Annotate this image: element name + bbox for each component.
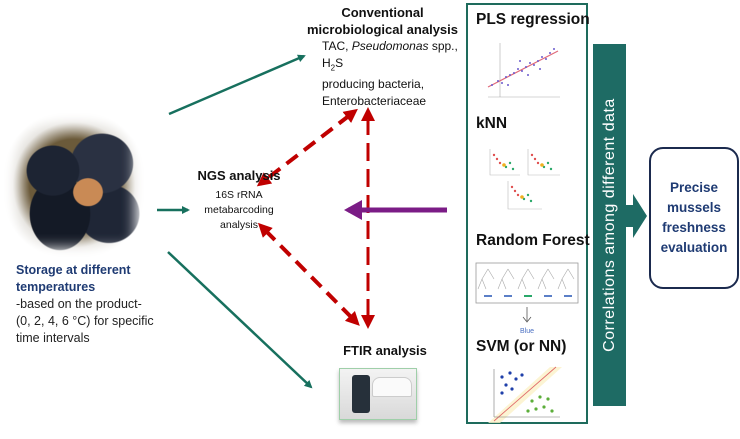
storage-title-line2: temperatures — [16, 280, 96, 294]
result-text: Precise mussels freshness evaluation — [661, 178, 728, 258]
desc-sub: 2 — [330, 63, 336, 73]
method-pls: PLS regression — [476, 11, 590, 28]
conventional-title: Conventional microbiological analysis — [300, 4, 465, 38]
models-box: PLS regression kNN Random Forest — [466, 3, 590, 424]
pls-scatter-thumbnail — [487, 43, 560, 98]
storage-desc-line1: -based on the product- — [16, 297, 142, 311]
storage-title-line1: Storage at different — [16, 263, 131, 277]
desc-suffix: S — [335, 56, 344, 70]
random-forest-thumbnail — [475, 262, 579, 323]
storage-title: Storage at different temperatures — [16, 262, 166, 296]
storage-desc-line3: time intervals — [16, 331, 90, 345]
result-line3: freshness — [662, 220, 726, 235]
ngs-desc-line2: metabarcoding — [204, 204, 274, 216]
ngs-desc-line1: 16S rRNA — [215, 189, 263, 201]
result-box: Precise mussels freshness evaluation — [649, 147, 739, 289]
svm-thumbnail — [488, 366, 562, 423]
conventional-title-line2: microbiological analysis — [307, 22, 458, 37]
storage-description: -based on the product- (0, 2, 4, 6 °C) f… — [16, 296, 166, 347]
arrow-storage-to-conventional — [168, 54, 306, 116]
arrow-conventional-ngs — [256, 108, 358, 187]
result-line4: evaluation — [660, 240, 728, 255]
method-random-forest: Random Forest — [476, 232, 590, 249]
method-knn: kNN — [476, 115, 508, 132]
result-line1: Precise — [669, 180, 719, 195]
desc-prefix: TAC, — [322, 39, 352, 53]
conventional-desc-line2: producing bacteria, — [322, 77, 425, 92]
conventional-desc-line3: Enterobacteriaceae — [322, 94, 427, 109]
ngs-desc-line3: analysis — [220, 219, 258, 231]
mussels-photo — [4, 113, 144, 257]
conventional-desc-line1: TAC, Pseudomonas spp., H2S — [322, 38, 472, 76]
knn-thumbnail — [489, 149, 560, 210]
correlations-bar: Correlations among different data — [593, 44, 626, 406]
arrow-storage-to-ftir — [167, 251, 313, 389]
desc-italic: Pseudomonas — [351, 39, 429, 53]
correlations-text: Correlations among different data — [600, 98, 618, 352]
desc-mid: spp., H — [322, 39, 458, 70]
random-forest-output: Blue — [520, 328, 535, 335]
arrow-bar-to-result — [626, 194, 647, 238]
method-svm: SVM (or NN) — [476, 338, 567, 355]
storage-desc-line2: (0, 2, 4, 6 °C) for specific — [16, 314, 154, 328]
result-line2: mussels — [666, 200, 722, 215]
arrow-ngs-ftir — [257, 222, 360, 326]
ngs-title: NGS analysis — [197, 168, 281, 183]
ngs-description: 16S rRNA metabarcoding analysis — [193, 188, 285, 233]
conventional-description: TAC, Pseudomonas spp., H2S producing bac… — [322, 38, 472, 110]
ftir-instrument-image — [339, 368, 417, 420]
conventional-title-line1: Conventional — [341, 5, 424, 20]
ftir-title: FTIR analysis — [343, 343, 427, 358]
